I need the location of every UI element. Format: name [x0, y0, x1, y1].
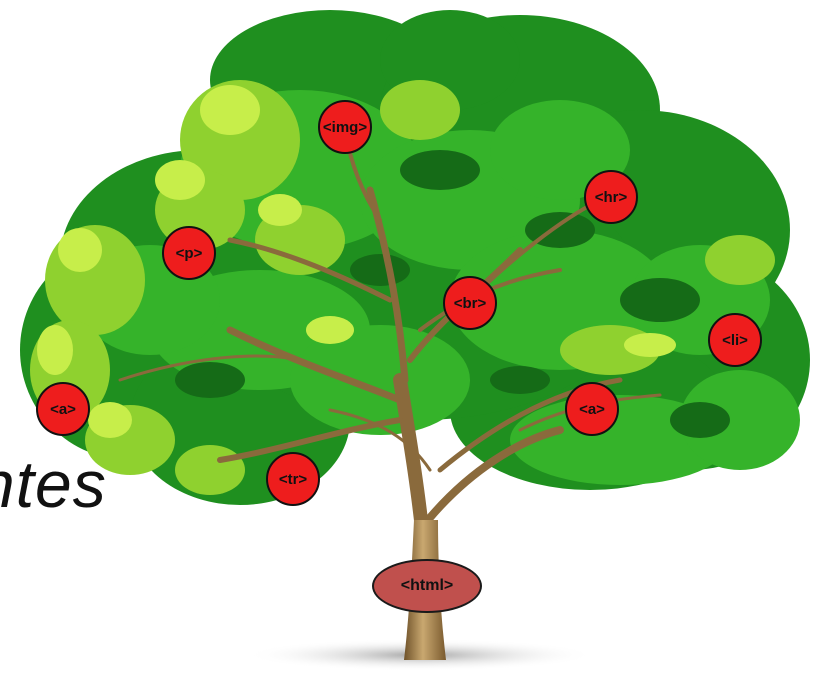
tag-node-html-root: <html> — [372, 559, 482, 613]
tag-node-a-right: <a> — [565, 382, 619, 436]
foliage-highlight — [37, 85, 676, 438]
tag-node-p: <p> — [162, 226, 216, 280]
partial-text: ntes — [0, 447, 107, 521]
tag-node-img: <img> — [318, 100, 372, 154]
tag-node-tr: <tr> — [266, 452, 320, 506]
tag-node-br: <br> — [443, 276, 497, 330]
tag-node-li: <li> — [708, 313, 762, 367]
foliage-shadow-patches — [175, 150, 730, 438]
foliage-mid — [80, 90, 800, 485]
tag-node-hr: <hr> — [584, 170, 638, 224]
tag-node-a-left: <a> — [36, 382, 90, 436]
